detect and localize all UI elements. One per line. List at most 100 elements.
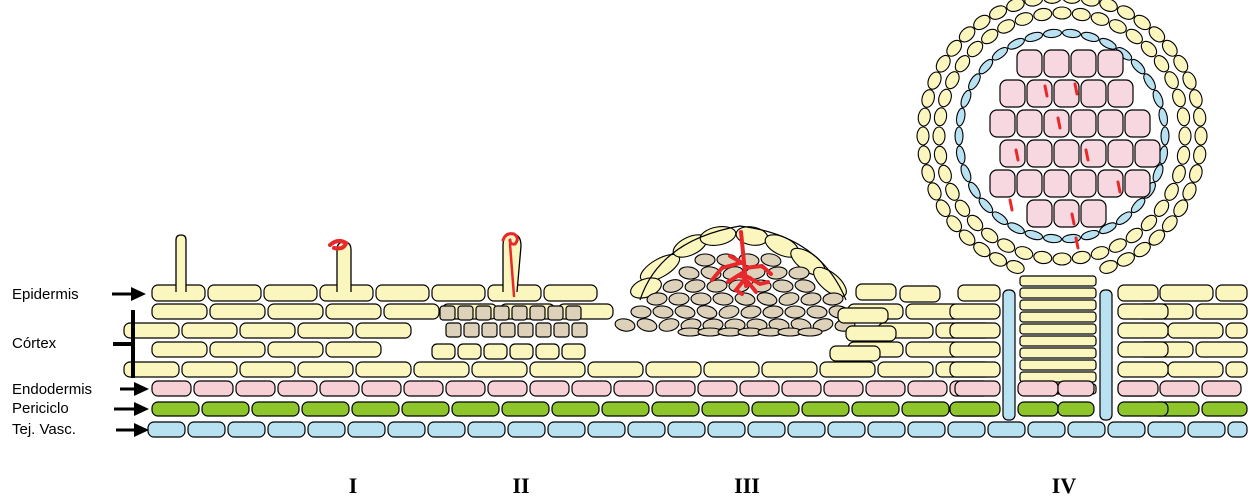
primordium-cell	[763, 305, 784, 318]
bacteroid-mark	[1016, 150, 1018, 160]
cortex-cell	[268, 342, 323, 357]
stalk-cell	[1020, 288, 1096, 298]
pericycle-cell	[552, 402, 599, 416]
dividing-cortex-cell	[494, 306, 509, 320]
cortex-cell	[1118, 304, 1168, 319]
vascular-cell	[1228, 422, 1247, 437]
nodule-cortex-cell	[933, 145, 948, 165]
infected-nodule-cell	[1108, 80, 1133, 107]
pericycle-cell	[502, 402, 549, 416]
primordium-cell	[652, 305, 673, 319]
nodule-cortex-cell	[1193, 107, 1207, 126]
arrow-vascular	[116, 423, 149, 437]
endodermis-cell	[320, 381, 359, 396]
nodule-cortex-cell	[1179, 127, 1191, 145]
dividing-cortex-cell	[500, 323, 515, 337]
cortex-cell	[830, 346, 880, 361]
nodule-cortex-cell	[933, 127, 945, 145]
cortex-cell	[1118, 362, 1168, 377]
cortex-cell	[704, 362, 759, 377]
infected-nodule-cell	[1027, 200, 1052, 227]
cortex-cell	[510, 344, 533, 359]
dividing-cortex-cell	[530, 306, 545, 320]
cortex-cell	[298, 323, 353, 338]
vascular-cell	[788, 422, 825, 437]
nodule-vascular-cell	[1114, 210, 1133, 227]
cortex-cell	[536, 344, 559, 359]
dividing-cortex-cell	[482, 323, 497, 337]
label-pericycle: Periciclo	[12, 400, 69, 417]
stage-label-iv: IV	[1052, 473, 1077, 497]
primordium-cell	[695, 254, 715, 266]
epidermis-cell	[544, 285, 597, 301]
bacteroid-mark	[1076, 238, 1078, 248]
nodule-cortex-cell	[1098, 0, 1119, 14]
endodermis-cell	[698, 381, 737, 396]
pericycle-cell	[802, 402, 849, 416]
dividing-cortex-cell	[464, 323, 479, 337]
endodermis-cell	[1118, 381, 1158, 396]
nodule-cortex-cell	[1115, 3, 1137, 22]
cortex-cell	[646, 362, 701, 377]
nodule-vascular-cell	[966, 72, 982, 92]
endodermis-cell	[908, 381, 947, 396]
cortex-cell	[838, 308, 888, 323]
nodule-cortex-cell	[920, 88, 936, 109]
epidermis-cell	[900, 286, 940, 302]
nodule-cortex-cell	[987, 250, 1009, 269]
nodule-vascular-cell	[966, 180, 982, 200]
cortex-cell	[762, 362, 817, 377]
primordium-cell	[631, 306, 651, 319]
vascular-cell	[1188, 422, 1225, 437]
epidermis-cell	[432, 285, 485, 301]
stage-label-iii: III	[734, 473, 760, 497]
dividing-cortex-cell	[566, 306, 581, 320]
endodermis-cell	[446, 381, 485, 396]
endodermis-cell	[194, 381, 233, 396]
vascular-cell	[588, 422, 625, 437]
primordium-cell	[800, 292, 821, 307]
nodule-vascular-strand	[1003, 290, 1015, 420]
primordium-cell	[718, 304, 740, 320]
dividing-cortex-cell	[536, 323, 551, 337]
nodule-vascular-cell	[1006, 36, 1026, 51]
primordium-cell	[734, 291, 756, 306]
primordium-cell	[823, 292, 844, 305]
nodule-cortex-cell	[937, 164, 954, 185]
infected-nodule-cell	[990, 170, 1015, 197]
infected-nodule-cell	[1017, 110, 1042, 137]
cortex-cell	[240, 362, 295, 377]
endodermis-cell	[824, 381, 863, 396]
infected-nodule-cell	[1098, 50, 1123, 77]
endodermis-cell	[740, 381, 779, 396]
nodule-cortex-cell	[1014, 244, 1035, 261]
pericycle-cell	[452, 402, 499, 416]
vascular-cell	[468, 422, 505, 437]
nodule-cortex-cell	[1176, 145, 1191, 165]
pericycle-cell	[252, 402, 299, 416]
pericycle-cell	[1202, 402, 1247, 416]
endodermis-cell	[955, 381, 1000, 396]
vascular-cell	[1108, 422, 1145, 437]
infected-nodule-cell	[1125, 110, 1150, 137]
endodermis-cell	[782, 381, 821, 396]
infected-nodule-cell	[990, 110, 1015, 137]
dividing-cortex-cell	[440, 306, 455, 320]
dividing-cortex-cell	[518, 323, 533, 337]
vascular-cell	[388, 422, 425, 437]
primordium-cell	[691, 293, 711, 306]
vascular-cell	[748, 422, 785, 437]
vascular-cell	[188, 422, 225, 437]
nodule-cortex-cell	[1005, 258, 1026, 275]
cortex-cell	[1196, 304, 1247, 319]
pericycle-cell	[1058, 402, 1094, 416]
cortex-cell	[356, 362, 411, 377]
endodermis-cell	[572, 381, 611, 396]
infected-nodule-cell	[1081, 140, 1106, 167]
bacteroid-mark	[1075, 84, 1077, 94]
pericycle-cell	[1018, 402, 1058, 416]
nodule-cortex-cell	[943, 69, 962, 90]
nodule-cortex-cell	[995, 236, 1016, 255]
cortex-cell	[210, 342, 265, 357]
pericycle-cell	[902, 402, 949, 416]
